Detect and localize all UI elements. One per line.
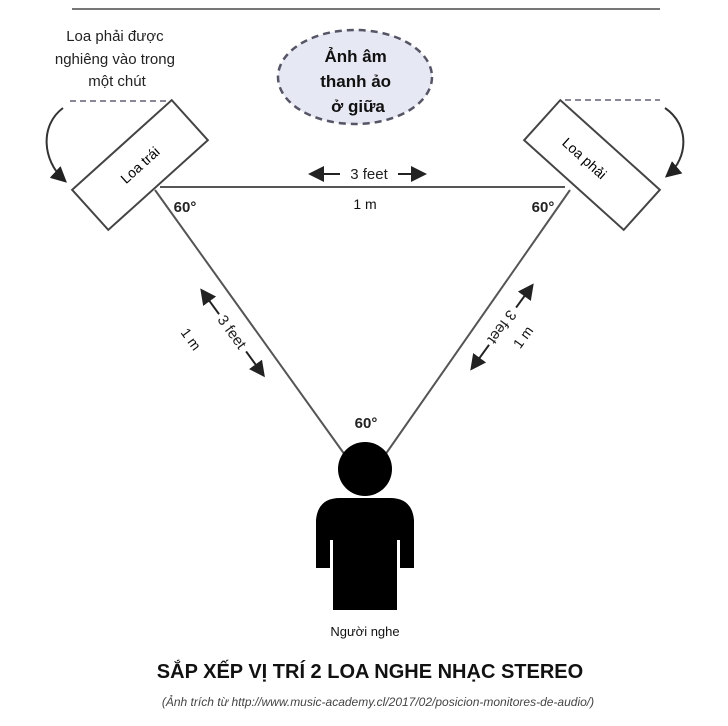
listener-angle: 60°	[355, 415, 378, 432]
right-angle: 60°	[532, 199, 555, 216]
phantom-image-ellipse	[276, 28, 434, 126]
phantom-image-label: Ảnh âm thanh ảo ở giữa	[320, 47, 396, 116]
left-distance-metric: 1 m	[178, 325, 205, 353]
right-speaker: Loa phải	[522, 98, 662, 232]
toe-in-note: Loa phải được nghiêng vào trong một chút	[55, 28, 179, 90]
right-arrow-down-icon	[470, 344, 490, 371]
left-arrow-down-icon	[245, 350, 265, 378]
right-arrow-up-icon	[515, 283, 534, 309]
source-caption: (Ảnh trích từ http://www.music-academy.c…	[162, 694, 594, 709]
right-side-line	[384, 189, 571, 456]
left-angle: 60°	[174, 199, 197, 216]
right-distance-metric: 1 m	[510, 323, 537, 351]
listener-label: Người nghe	[330, 624, 399, 639]
left-rotate-arrow-icon	[45, 107, 67, 183]
top-distance-metric: 1 m	[353, 196, 376, 212]
diagram-title: SẮP XẾP VỊ TRÍ 2 LOA NGHE NHẠC STEREO	[157, 659, 583, 683]
left-distance-feet: 3 feet	[214, 312, 250, 353]
left-speaker: Loa trái	[70, 98, 210, 232]
listener-person-icon	[316, 442, 414, 610]
right-rotate-arrow-icon	[664, 107, 685, 178]
left-arrow-up-icon	[200, 288, 220, 315]
top-distance-feet: 3 feet	[350, 166, 388, 183]
left-side-line	[154, 189, 346, 456]
